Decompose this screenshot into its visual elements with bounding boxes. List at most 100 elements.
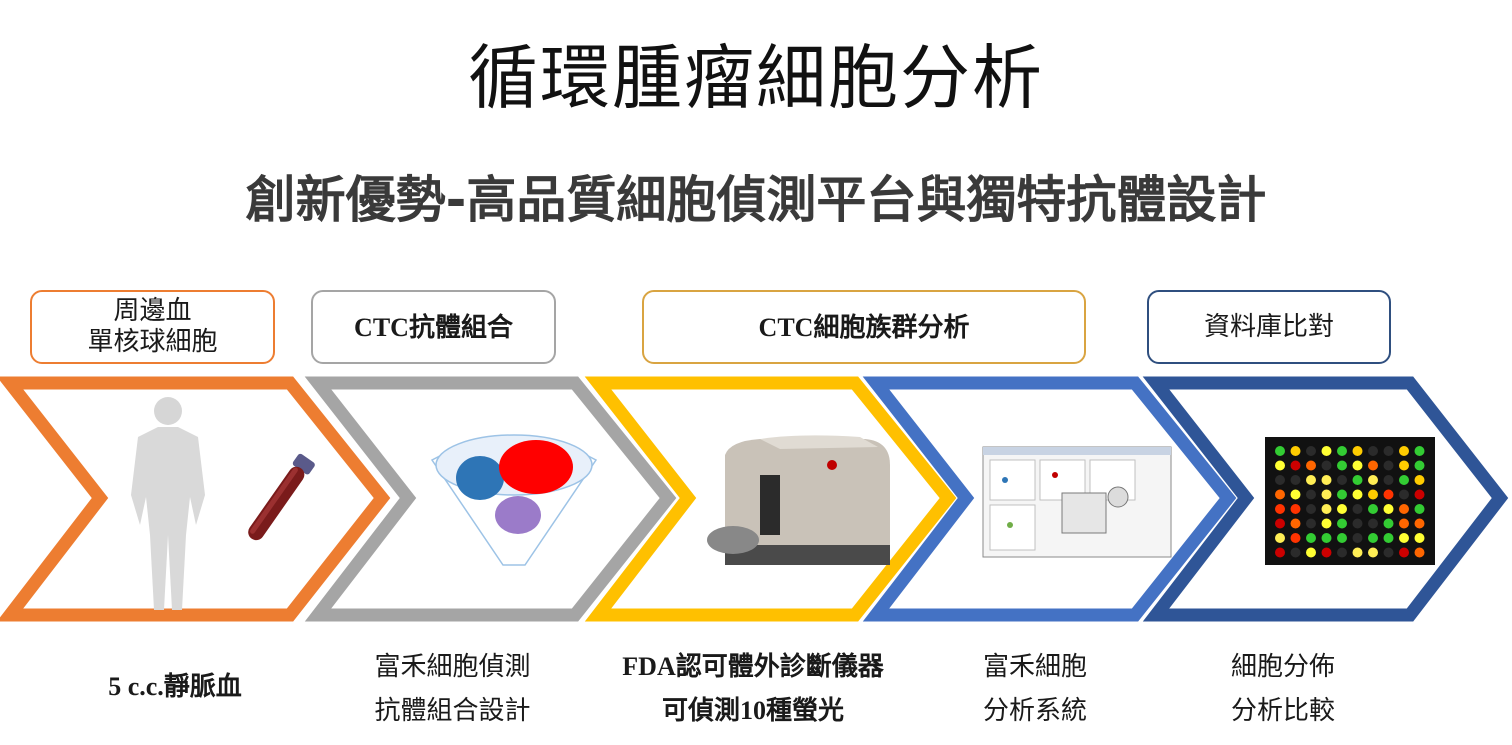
caption-stage-5: 細胞分佈 分析比較 xyxy=(1230,652,1335,726)
microarray-dot xyxy=(1337,460,1347,471)
microarray-dot xyxy=(1321,475,1332,485)
microarray-dot xyxy=(1306,533,1316,543)
stage-box-label: 資料庫比對 xyxy=(1203,311,1334,342)
caption-stage-1: 5 c.c.靜脈血 xyxy=(108,672,242,701)
chevron-step-4 xyxy=(862,376,1237,622)
chevron-step-2 xyxy=(304,376,677,622)
microarray-dot xyxy=(1368,475,1378,485)
microarray-dot xyxy=(1321,446,1332,456)
microarray-dot xyxy=(1368,518,1378,529)
microarray-dot xyxy=(1290,533,1301,543)
microarray-dot xyxy=(1352,547,1363,558)
microarray-dot xyxy=(1414,475,1425,485)
microarray-dot xyxy=(1290,489,1301,500)
microarray-dot xyxy=(1399,460,1409,471)
microarray-dot xyxy=(1275,547,1285,558)
stage-box-ctc-population: CTC細胞族群分析 xyxy=(642,290,1086,364)
microarray-dot xyxy=(1368,533,1378,543)
microarray-dot xyxy=(1383,547,1394,558)
microarray-dot xyxy=(1337,518,1347,529)
microarray-dot xyxy=(1352,533,1363,543)
caption-stage-2: 富禾細胞偵測 抗體組合設計 xyxy=(374,652,531,726)
microarray-dot xyxy=(1275,489,1285,500)
stage-box-peripheral-blood: 周邊血 單核球細胞 xyxy=(30,290,275,364)
microarray-dot xyxy=(1383,460,1394,471)
microarray-dot xyxy=(1290,518,1301,529)
microarray-dot xyxy=(1414,446,1425,456)
microarray-dot xyxy=(1414,533,1425,543)
microarray-dot xyxy=(1321,504,1332,514)
human-body-icon xyxy=(131,397,205,610)
chevron-step-5 xyxy=(1142,376,1509,622)
flow-cytometer-icon xyxy=(707,435,890,565)
microarray-dot xyxy=(1337,489,1347,500)
microarray-dot xyxy=(1352,518,1363,529)
microarray-dot xyxy=(1383,518,1394,529)
microarray-dot xyxy=(1275,518,1285,529)
microarray-dot xyxy=(1321,518,1332,529)
microarray-dot xyxy=(1383,489,1394,500)
microarray-dot xyxy=(1399,489,1409,500)
microarray-dot xyxy=(1352,504,1363,514)
microarray-dot xyxy=(1337,504,1347,514)
microarray-dot xyxy=(1337,547,1347,558)
microarray-dot xyxy=(1368,504,1378,514)
microarray-dot xyxy=(1414,518,1425,529)
microarray-dot xyxy=(1352,446,1363,456)
microarray-dot xyxy=(1275,446,1285,456)
page-subtitle: 創新優勢-高品質細胞偵測平台與獨特抗體設計 xyxy=(245,171,1267,229)
microarray-dot xyxy=(1383,533,1394,543)
analysis-software-icon xyxy=(982,446,1172,558)
microarray-dot xyxy=(1399,547,1409,558)
microarray-dot xyxy=(1337,533,1347,543)
microarray-dot xyxy=(1399,475,1409,485)
microarray-dot xyxy=(1352,460,1363,471)
microarray-dot xyxy=(1368,547,1378,558)
chevron-step-1 xyxy=(0,376,391,622)
microarray-dot xyxy=(1321,547,1332,558)
microarray-dot xyxy=(1275,475,1285,485)
microarray-dot xyxy=(1306,475,1316,485)
microarray-dot xyxy=(1383,504,1394,514)
microarray-dot xyxy=(1368,460,1378,471)
process-chevrons xyxy=(0,376,1509,622)
stage-box-database: 資料庫比對 xyxy=(1147,290,1391,364)
microarray-dot xyxy=(1321,460,1332,471)
page-title: 循環腫瘤細胞分析 xyxy=(468,37,1044,119)
microarray-dot xyxy=(1275,504,1285,514)
microarray-dot xyxy=(1399,504,1409,514)
microarray-dot xyxy=(1306,547,1316,558)
microarray-dot xyxy=(1290,547,1301,558)
microarray-dot xyxy=(1352,489,1363,500)
stage-box-label: CTC細胞族群分析 xyxy=(758,312,970,342)
microarray-dot xyxy=(1414,504,1425,514)
microarray-dot xyxy=(1306,489,1316,500)
stage-box-ctc-antibody: CTC抗體組合 xyxy=(311,290,556,364)
chevron-step-3 xyxy=(584,376,957,622)
microarray-dot xyxy=(1414,547,1425,558)
microarray-dot xyxy=(1306,504,1316,514)
microarray-dot xyxy=(1306,460,1316,471)
microarray-dot xyxy=(1352,475,1363,485)
microarray-dot xyxy=(1290,460,1301,471)
microarray-dot xyxy=(1306,446,1316,456)
microarray-dot xyxy=(1383,446,1394,456)
microarray-dot xyxy=(1290,475,1301,485)
microarray-dot xyxy=(1337,475,1347,485)
antibody-funnel-icon xyxy=(430,434,598,566)
microarray-dot xyxy=(1399,533,1409,543)
caption-stage-4: 富禾細胞 分析系統 xyxy=(982,652,1087,726)
caption-stage-3: FDA認可體外診斷儀器 可偵測10種螢光 xyxy=(622,652,884,725)
microarray-dot xyxy=(1399,518,1409,529)
microarray-dot xyxy=(1275,460,1285,471)
microarray-dot xyxy=(1383,475,1394,485)
microarray-dot xyxy=(1414,460,1425,471)
microarray-dot xyxy=(1368,489,1378,500)
microarray-dot xyxy=(1414,489,1425,500)
microarray-dot xyxy=(1275,533,1285,543)
microarray-dot xyxy=(1337,446,1347,456)
microarray-dot xyxy=(1321,533,1332,543)
microarray-dot xyxy=(1306,518,1316,529)
microarray-dot xyxy=(1290,504,1301,514)
microarray-dot xyxy=(1290,446,1301,456)
